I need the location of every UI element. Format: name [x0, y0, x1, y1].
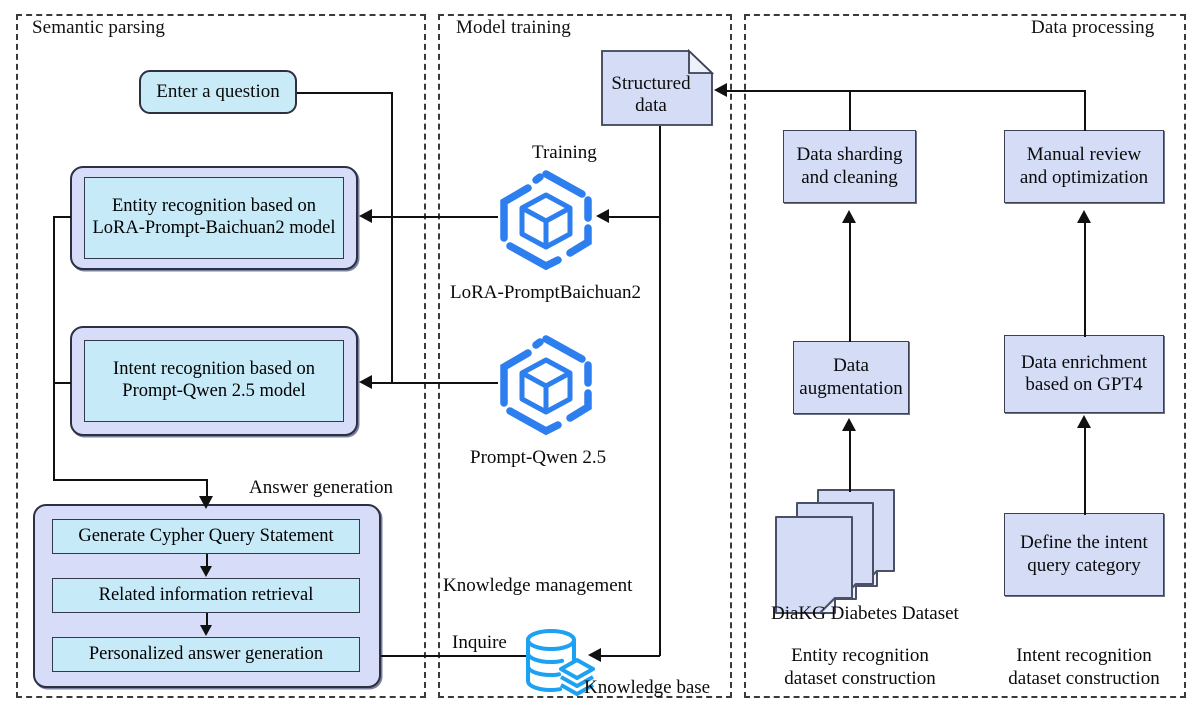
icon-knowledge-base[interactable]	[524, 628, 598, 698]
node-manual-review[interactable]: Manual review and optimization	[1004, 130, 1164, 203]
node-intent-recognition-label: Intent recognition based on Prompt-Qwen …	[113, 359, 315, 401]
knowledge-base-caption: Knowledge base	[584, 677, 711, 698]
node-define-intent[interactable]: Define the intent query category	[1004, 513, 1164, 596]
icon-diakg-dataset[interactable]	[772, 487, 932, 614]
node-define-intent-label: Define the intent query category	[1020, 532, 1148, 576]
connector-answer-1-2	[206, 554, 208, 567]
node-answer-step-2[interactable]: Related information retrieval	[52, 578, 360, 613]
cube-hexagon-icon	[500, 170, 592, 271]
qwen-model-caption: Prompt-Qwen 2.5	[470, 447, 607, 468]
connector-enrichment-to-review	[1084, 222, 1086, 337]
node-enter-question-label: Enter a question	[156, 80, 280, 102]
arrowhead-into-entity-recognition	[359, 209, 372, 223]
arrowhead-into-knowledge-base	[588, 648, 601, 662]
arrowhead-into-data-enrichment	[1077, 415, 1091, 428]
connector-augmentation-to-sharding	[849, 222, 851, 342]
arrowhead-into-data-augmentation	[842, 418, 856, 431]
connector-intent-to-bus	[53, 382, 71, 384]
connector-answer-to-knowledge	[381, 655, 531, 657]
connector-structured-down	[659, 126, 661, 656]
arrowhead-into-answer-generation	[199, 496, 213, 509]
lora-model-caption: LoRA-PromptBaichuan2	[450, 282, 642, 303]
node-data-augmentation-label: Data augmentation	[799, 355, 903, 399]
entity-dataset-construction-caption: Entity recognition dataset construction	[784, 645, 936, 689]
connector-answer-drop	[206, 479, 208, 498]
connector-qwen-to-intent	[372, 382, 498, 384]
panel-model-training	[438, 14, 732, 698]
node-data-sharding-label: Data sharding and cleaning	[796, 144, 903, 188]
arrowhead-answer-2-3	[200, 625, 212, 636]
connector-bus-to-answer	[53, 479, 208, 481]
connector-question-bus-down	[391, 212, 393, 384]
stacked-documents-icon	[775, 489, 895, 614]
connector-question-down	[391, 92, 393, 214]
node-entity-recognition-label: Entity recognition based on LoRA-Prompt-…	[92, 196, 336, 238]
arrowhead-into-structured-data	[714, 83, 727, 97]
node-answer-step-1[interactable]: Generate Cypher Query Statement	[52, 519, 360, 554]
answer-generation-caption: Answer generation	[249, 477, 394, 498]
connector-structured-to-lora	[608, 216, 660, 218]
node-structured-data[interactable]	[601, 48, 715, 126]
node-entity-recognition-inner: Entity recognition based on LoRA-Prompt-…	[84, 177, 344, 259]
connector-diakg-to-augmentation	[849, 430, 851, 492]
node-data-augmentation[interactable]: Data augmentation	[793, 341, 909, 414]
node-enter-question[interactable]: Enter a question	[139, 70, 297, 114]
document-icon	[601, 48, 715, 126]
arrowhead-into-intent-recognition	[359, 375, 372, 389]
panel-label-data-processing: Data processing	[1031, 17, 1155, 38]
database-icon	[526, 629, 595, 696]
inquire-caption: Inquire	[452, 632, 507, 653]
connector-manualreview-up	[1084, 90, 1086, 131]
connector-lora-to-entity	[372, 216, 498, 218]
node-data-sharding[interactable]: Data sharding and cleaning	[783, 130, 916, 203]
panel-label-model-training: Model training	[456, 17, 571, 38]
icon-lora-prompt-baichuan2[interactable]	[498, 168, 594, 272]
node-answer-step-2-label: Related information retrieval	[98, 584, 314, 605]
arrowhead-into-data-sharding	[842, 210, 856, 223]
panel-data-processing	[744, 14, 1186, 698]
arrowhead-into-manual-review	[1077, 210, 1091, 223]
connector-intent-to-enrichment	[1084, 427, 1086, 515]
cube-hexagon-icon	[500, 335, 592, 436]
arrowhead-answer-1-2	[200, 566, 212, 577]
node-answer-step-3[interactable]: Personalized answer generation	[52, 637, 360, 672]
connector-entity-to-bus	[53, 216, 71, 218]
arrowhead-into-lora-icon	[596, 209, 609, 223]
connector-sharding-up	[849, 90, 851, 131]
panel-semantic-parsing	[16, 14, 426, 698]
node-data-enrichment-label: Data enrichment based on GPT4	[1020, 351, 1148, 395]
connector-left-bus-vertical	[53, 216, 55, 480]
connector-answer-2-3	[206, 613, 208, 626]
node-intent-recognition-inner: Intent recognition based on Prompt-Qwen …	[84, 340, 344, 422]
connector-right-top-bus	[726, 90, 1086, 92]
connector-question-right	[297, 92, 393, 94]
node-answer-step-3-label: Personalized answer generation	[88, 643, 324, 664]
node-manual-review-label: Manual review and optimization	[1019, 144, 1149, 188]
panel-label-semantic-parsing: Semantic parsing	[32, 17, 165, 38]
knowledge-management-caption: Knowledge management	[443, 575, 633, 596]
diakg-dataset-caption: DiaKG Diabetes Dataset	[771, 603, 959, 624]
connector-structured-to-knowledgebase	[600, 655, 660, 657]
node-data-enrichment[interactable]: Data enrichment based on GPT4	[1004, 335, 1164, 413]
intent-dataset-construction-caption: Intent recognition dataset construction	[1008, 645, 1160, 689]
training-caption: Training	[532, 142, 597, 163]
node-answer-step-1-label: Generate Cypher Query Statement	[78, 525, 334, 546]
node-structured-data-label: Structured data	[611, 73, 691, 116]
icon-prompt-qwen[interactable]	[498, 333, 594, 437]
